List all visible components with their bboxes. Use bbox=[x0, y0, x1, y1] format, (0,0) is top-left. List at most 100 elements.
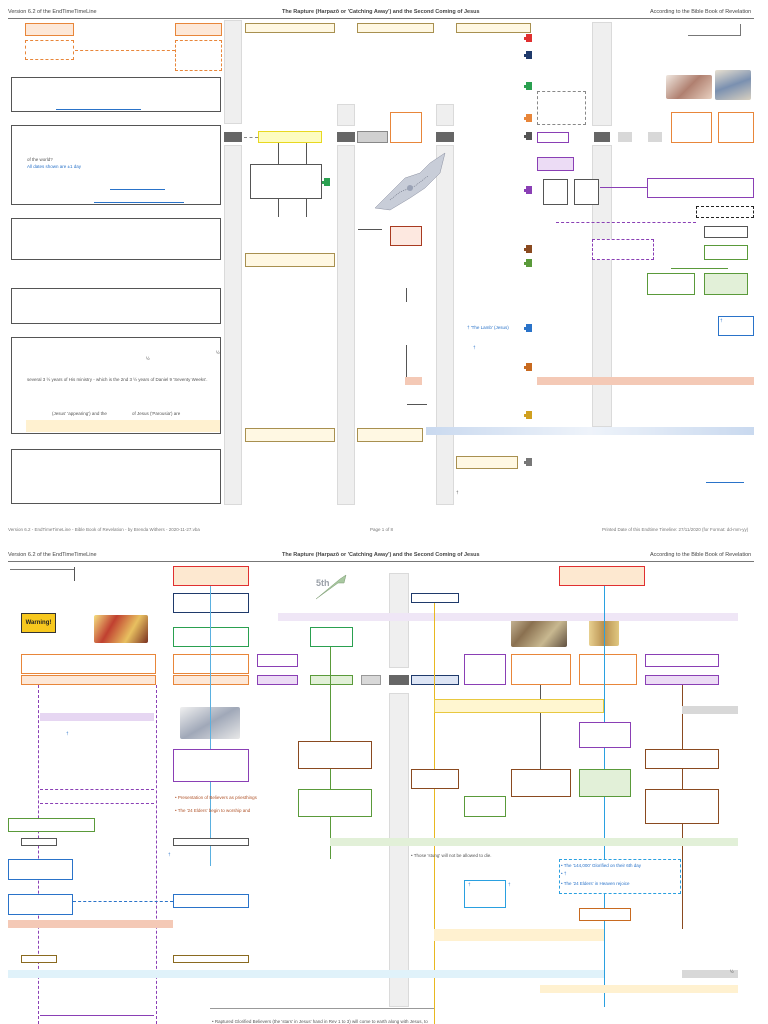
p2-orange-box-3 bbox=[511, 654, 571, 685]
p1-cream-box-1 bbox=[245, 23, 335, 33]
p1-cream-box-4 bbox=[245, 253, 335, 267]
p1-orange-block-a bbox=[390, 112, 422, 143]
p2-gray-mid-box bbox=[173, 838, 249, 846]
p2-olive-box-1 bbox=[21, 955, 57, 963]
page1-version: Version 6.2 of the EndTimeTimeLine bbox=[8, 9, 97, 15]
p2-lavender-band-1 bbox=[40, 713, 154, 721]
p1-arrow-red bbox=[524, 34, 532, 42]
p1-light-block-2 bbox=[648, 132, 662, 142]
p2-navy-vline bbox=[74, 567, 75, 581]
p1-cross-bottom: † bbox=[456, 490, 459, 495]
p1-yellow-block bbox=[258, 131, 322, 143]
p1-cream-box-2 bbox=[357, 23, 434, 33]
p2-green-box-3 bbox=[310, 675, 353, 685]
p1-gray-col-4 bbox=[337, 145, 355, 505]
p2-purple-dash-bar-2 bbox=[40, 803, 154, 804]
p1-mid-line-1 bbox=[278, 143, 279, 164]
p1-dark-block-2 bbox=[337, 132, 355, 142]
p1-mid-line-5 bbox=[406, 288, 407, 302]
warning-sign: Warning! bbox=[21, 613, 56, 633]
p1-purple-arrow bbox=[600, 187, 647, 188]
p1-dark-block-3 bbox=[436, 132, 454, 142]
p1-photo-1 bbox=[666, 75, 712, 99]
p1-link-underline-2 bbox=[110, 189, 165, 190]
page2-version: Version 6.2 of the EndTimeTimeLine bbox=[8, 552, 97, 558]
p1-link-underline-3 bbox=[94, 202, 184, 203]
p2-blue-left-box-1 bbox=[8, 859, 73, 880]
p1-orange-arrow-line bbox=[75, 50, 175, 51]
p1-arrow-blue bbox=[524, 324, 532, 332]
p2-cyan-dashed-box bbox=[559, 859, 681, 894]
p1-arrow-navy bbox=[524, 51, 532, 59]
trumpet-label: 5th bbox=[316, 578, 330, 588]
p1-green-branch bbox=[671, 268, 728, 269]
p2-bottom-bracket bbox=[210, 1008, 434, 1009]
p1-arrow-orange-2 bbox=[524, 363, 532, 371]
p2-orange-box-2 bbox=[173, 654, 249, 674]
p2-red-box-2 bbox=[559, 566, 645, 586]
p1-mid-line-6 bbox=[406, 345, 407, 380]
p1-white-box-a bbox=[543, 179, 568, 205]
p1-left-box-2: of the world? All dates shown are ±1 day bbox=[11, 125, 221, 205]
p2-gray-band-2 bbox=[682, 970, 738, 978]
p2-green-fill-box bbox=[579, 769, 631, 797]
p2-brown-box-5 bbox=[645, 789, 719, 824]
p1-orange-dashed-1 bbox=[25, 40, 74, 60]
p1-light-block-1 bbox=[618, 132, 632, 142]
p1-purple-dashed-box bbox=[592, 239, 654, 260]
p2-orange-cells bbox=[21, 675, 156, 685]
p2-orange-wide bbox=[21, 654, 156, 674]
p1-green-box-1 bbox=[704, 245, 748, 260]
trumpet-icon bbox=[315, 574, 347, 600]
p1-gray-col-2 bbox=[224, 145, 242, 505]
p2-purple-box-mid-1 bbox=[173, 749, 249, 782]
p1-jesus-appearing: (Jesus' 'appearing') and the bbox=[52, 411, 107, 416]
p1-blue-underline bbox=[706, 482, 744, 483]
p1-gray-dashed bbox=[537, 91, 586, 125]
page1-footer-right: Printed Date of this Endtime Timeline: 2… bbox=[602, 527, 749, 532]
p1-dates-note: All dates shown are ±1 day bbox=[27, 164, 81, 169]
page1-header-right: According to the Bible Book of Revelatio… bbox=[650, 9, 752, 15]
p1-green-box-2 bbox=[647, 273, 695, 295]
p2-gray-left-box bbox=[21, 838, 57, 846]
p1-orange-box-2 bbox=[175, 23, 222, 36]
p1-cream-box-7 bbox=[456, 456, 518, 469]
page-2: Version 6.2 of the EndTimeTimeLine The R… bbox=[0, 545, 768, 1024]
page2-header-rule bbox=[8, 561, 754, 562]
p2-cyan-box bbox=[464, 880, 506, 908]
p1-lamb-cross: † bbox=[473, 345, 476, 350]
p2-note-elders-heaven: • The '24 Elders' in Heaven rejoice bbox=[561, 881, 630, 886]
p2-navy-box-2 bbox=[411, 593, 459, 603]
p1-orange-box-1 bbox=[25, 23, 74, 36]
p2-purple-box-mid-2 bbox=[579, 722, 631, 748]
p2-half-mark: ½ bbox=[730, 969, 734, 974]
p2-purple-box-2 bbox=[464, 654, 506, 685]
p1-lamb-label: † 'The Lamb' (Jesus) bbox=[467, 325, 509, 330]
p1-dark-block-1 bbox=[224, 132, 242, 142]
p1-gray-col-3 bbox=[337, 104, 355, 126]
p1-short-hline-2 bbox=[358, 229, 382, 230]
p1-left-box-1 bbox=[11, 77, 221, 112]
p2-blue-left-box-2 bbox=[8, 894, 73, 915]
p2-brown-box-3 bbox=[511, 769, 571, 797]
p1-gray-col-1 bbox=[224, 20, 242, 124]
p1-gray-col-7 bbox=[592, 22, 612, 126]
p1-left-box-4 bbox=[11, 288, 221, 324]
p1-gray-block bbox=[357, 131, 388, 143]
p1-gray-col-8 bbox=[592, 145, 612, 427]
p1-left-box-3 bbox=[11, 218, 221, 260]
p2-gray-col-2 bbox=[389, 693, 409, 1007]
p1-top-bracket-end bbox=[740, 24, 741, 36]
p2-green-band bbox=[330, 838, 738, 846]
p1-arrow-green-2 bbox=[524, 259, 532, 267]
p2-cream-band bbox=[434, 929, 604, 941]
p1-map-svg bbox=[374, 152, 446, 211]
p1-arrow-gray-1 bbox=[524, 132, 532, 140]
p2-blue-vline-1 bbox=[210, 586, 211, 866]
p1-gray-small-box bbox=[704, 226, 748, 238]
p2-navy-box-1 bbox=[173, 593, 249, 613]
p2-brown-box-1 bbox=[298, 741, 372, 769]
p1-cream-box-5 bbox=[245, 428, 335, 442]
p1-gray-col-5 bbox=[436, 104, 454, 126]
p1-orange-block-b bbox=[671, 112, 712, 143]
